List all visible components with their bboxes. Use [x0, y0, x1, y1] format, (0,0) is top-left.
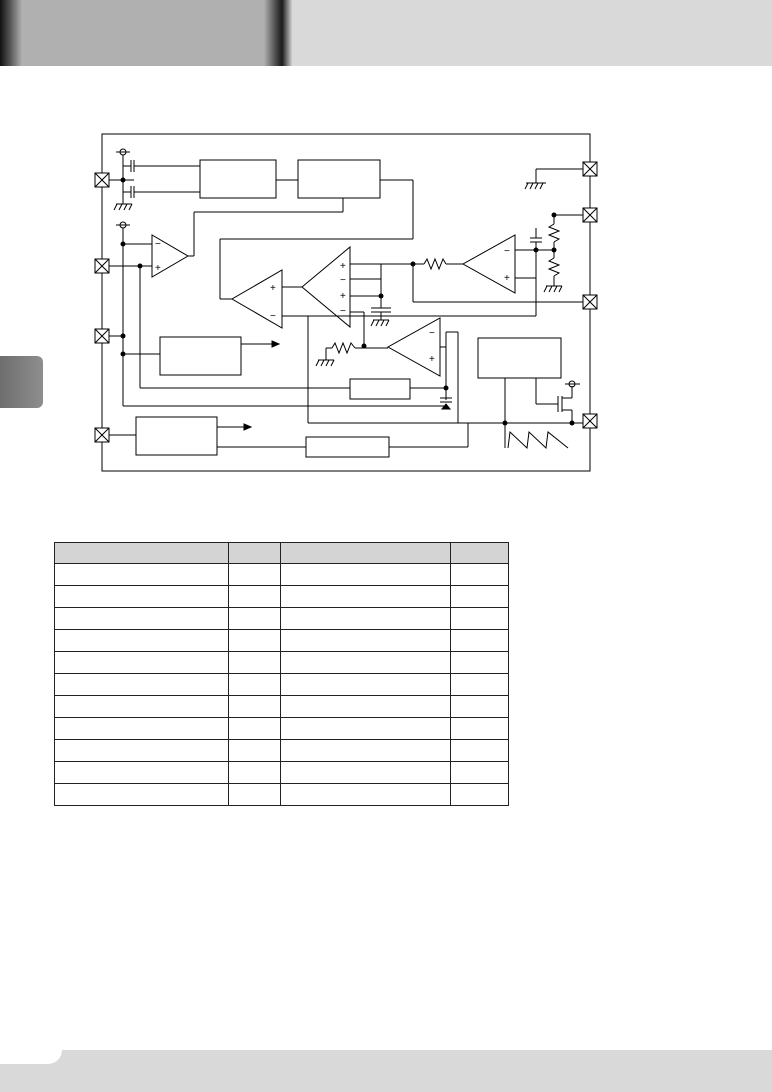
opamp-2: [231, 269, 283, 329]
table-header-cell: [280, 542, 451, 564]
table-cell: [228, 629, 281, 652]
table-cell: [54, 717, 229, 740]
opamp-3-minus-1: −: [340, 275, 346, 286]
pin-box-right-1: [582, 161, 598, 177]
table-cell: [450, 585, 509, 608]
table-cell: [280, 563, 451, 586]
table-cell: [280, 651, 451, 674]
opamp-3-minus-2: −: [340, 306, 346, 317]
table-cell: [54, 585, 229, 608]
block-c: [159, 336, 242, 376]
table-cell: [280, 717, 451, 740]
table-cell: [228, 761, 281, 784]
table-cell: [54, 783, 229, 806]
table-cell: [450, 673, 509, 696]
table-row: [54, 651, 509, 674]
footer-band: [0, 1050, 772, 1092]
block-b: [297, 159, 381, 199]
table-cell: [450, 651, 509, 674]
table-cell: [450, 783, 509, 806]
table-cell: [280, 629, 451, 652]
table-row: [54, 607, 509, 630]
table-row: [54, 585, 509, 608]
table-cell: [280, 695, 451, 718]
table-cell: [280, 673, 451, 696]
table-cell: [228, 739, 281, 762]
opamp-1: [151, 234, 189, 278]
table-cell: [450, 739, 509, 762]
table-cell: [228, 585, 281, 608]
table-header-cell: [228, 542, 281, 564]
table-cell: [280, 783, 451, 806]
block-f: [305, 436, 390, 458]
table-cell: [228, 695, 281, 718]
block-a: [199, 159, 277, 199]
block-diagram: − + + − + − + − − + − +: [94, 133, 598, 472]
pin-box-left-4: [94, 427, 110, 443]
footer-notch: [0, 1050, 62, 1064]
table-row: [54, 717, 509, 740]
table-row: [54, 761, 509, 784]
pin-box-left-1: [94, 172, 110, 188]
table-cell: [450, 695, 509, 718]
table-row: [54, 695, 509, 718]
table-cell: [450, 607, 509, 630]
table-cell: [228, 563, 281, 586]
table-header-cell: [450, 542, 509, 564]
table-cell: [54, 651, 229, 674]
table-cell: [54, 563, 229, 586]
block-g: [477, 337, 562, 379]
table-cell: [450, 717, 509, 740]
opamp-5: [461, 234, 516, 294]
table-cell: [280, 585, 451, 608]
table-cell: [450, 563, 509, 586]
opamp-4: [386, 317, 441, 377]
table-row: [54, 629, 509, 652]
table-cell: [228, 673, 281, 696]
header-tab: [0, 0, 292, 66]
table-row: [54, 673, 509, 696]
table-cell: [54, 629, 229, 652]
table-row: [54, 783, 509, 806]
pin-box-left-2: [94, 258, 110, 274]
opamp-3: [301, 245, 351, 329]
opamp-5-plus: +: [504, 273, 510, 284]
opamp-1-plus: +: [155, 263, 161, 274]
opamp-2-minus: −: [270, 311, 276, 322]
block-e: [135, 416, 218, 456]
table-header-cell: [54, 542, 229, 564]
table-cell: [54, 673, 229, 696]
table-cell: [450, 761, 509, 784]
opamp-2-plus: +: [270, 283, 276, 294]
pin-box-right-4: [582, 413, 598, 429]
table-header-row: [54, 542, 509, 564]
table-cell: [54, 695, 229, 718]
section-side-tab: [0, 356, 43, 408]
pin-box-right-2: [582, 207, 598, 223]
table-row: [54, 563, 509, 586]
table-cell: [280, 739, 451, 762]
pin-box-right-3: [582, 294, 598, 310]
table-cell: [54, 607, 229, 630]
table-cell: [228, 717, 281, 740]
pin-box-left-3: [94, 328, 110, 344]
table-cell: [450, 629, 509, 652]
opamp-4-minus: −: [429, 328, 435, 339]
table-cell: [280, 607, 451, 630]
opamp-1-minus: −: [155, 239, 161, 250]
block-d: [349, 378, 411, 400]
opamp-3-plus-2: +: [340, 291, 346, 302]
table-row: [54, 739, 509, 762]
table-cell: [228, 783, 281, 806]
opamp-3-plus-1: +: [340, 261, 346, 272]
table-cell: [228, 607, 281, 630]
pin-table: [54, 542, 509, 806]
table-cell: [280, 761, 451, 784]
opamp-4-plus: +: [429, 354, 435, 365]
opamp-5-minus: −: [504, 246, 510, 257]
table-cell: [228, 651, 281, 674]
table-cell: [54, 739, 229, 762]
table-cell: [54, 761, 229, 784]
